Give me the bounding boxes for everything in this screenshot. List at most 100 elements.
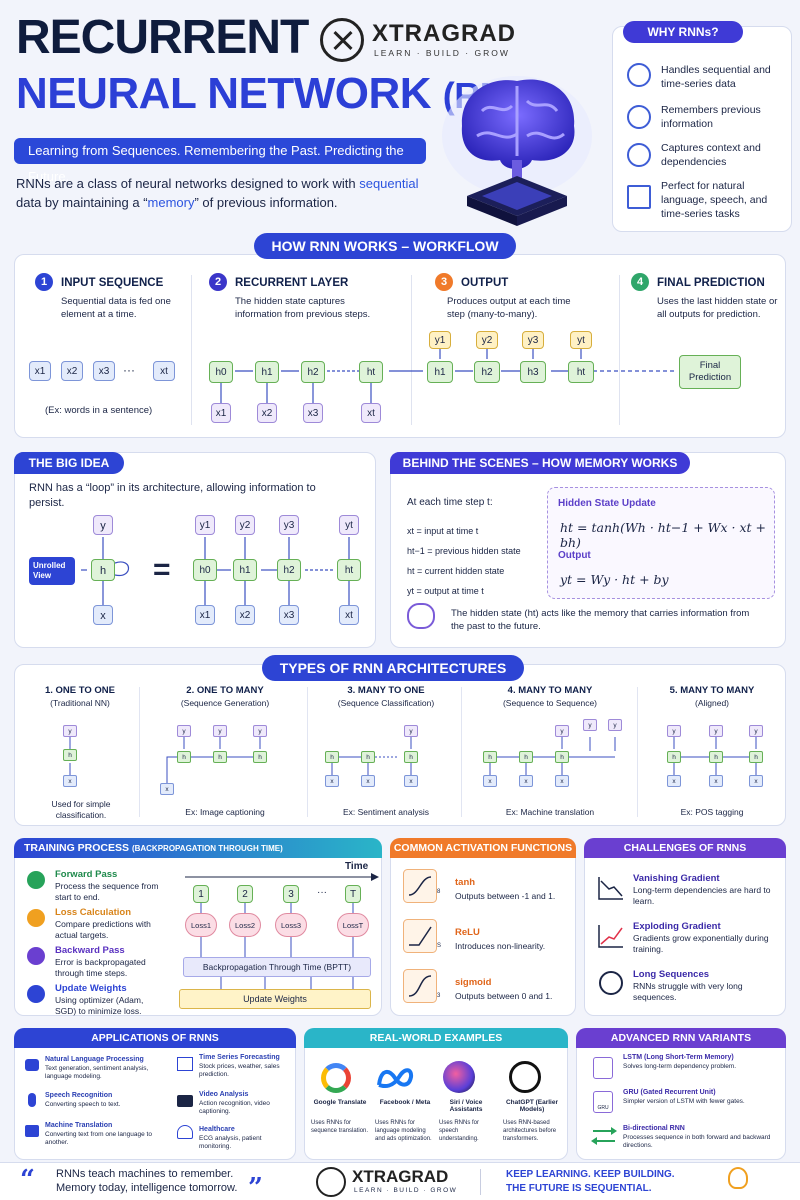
step-3-desc: Produces output at each time step (many-…	[447, 296, 571, 320]
sigmoid-desc: Outputs between 0 and 1.	[455, 991, 553, 1001]
type-3-example: Ex: Sentiment analysis	[343, 807, 429, 817]
type-5-example: Ex: POS tagging	[680, 807, 744, 817]
challenge-1-title: Vanishing Gradient	[633, 873, 720, 884]
wf-input-x2: x2	[61, 361, 83, 381]
t5-h-node: h	[749, 751, 763, 763]
behind-title: BEHIND THE SCENES – HOW MEMORY WORKS	[390, 452, 690, 474]
step-4-title: FINAL PREDICTION	[657, 277, 765, 289]
training-card: TRAINING PROCESS (BACKPROPAGATION THROUG…	[14, 838, 382, 1016]
logo-name: XTRAGRAD	[372, 20, 516, 47]
wf-input-dots: ···	[123, 363, 135, 377]
challenges-title: CHALLENGES OF RNNS	[584, 838, 786, 858]
footer-logo-tagline: LEARN · BUILD · GROW	[354, 1187, 458, 1194]
rw-4-name: ChatGPT (Earlier Models)	[505, 1099, 558, 1113]
xtragrad-logo: XTRAGRAD LEARN · BUILD · GROW	[320, 18, 520, 62]
realworld-title: REAL-WORLD EXAMPLES	[304, 1028, 568, 1048]
adv-1-title: LSTM (Long Short-Term Memory)	[623, 1054, 734, 1061]
wf-hidden-input-x3: x3	[303, 403, 323, 423]
step-4-number: 4	[631, 273, 649, 291]
update-weights-bar: Update Weights	[179, 989, 371, 1009]
title-main: NEURAL NETWORK	[16, 69, 432, 118]
wf-input-note: (Ex: words in a sentence)	[45, 405, 153, 416]
type-1-title: 1. ONE TO ONE	[44, 685, 116, 696]
big-idea-title: THE BIG IDEA	[14, 452, 124, 474]
challenge-3-title: Long Sequences	[633, 969, 710, 980]
t4-x-node: x	[519, 775, 533, 787]
type-5-sub: (Aligned)	[694, 698, 730, 708]
t3-x-node: x	[361, 775, 375, 787]
bptt-bar: Backpropagation Through Time (BPTT)	[183, 957, 371, 977]
step-2-title: RECURRENT LAYER	[235, 277, 349, 289]
t3-h-node: h	[404, 751, 418, 763]
t1-h-node: h	[63, 749, 77, 761]
why-item-2: Remembers previous information	[661, 104, 761, 130]
step-2-desc: The hidden state captures information fr…	[235, 296, 371, 320]
type-2-example: Ex: Image captioning	[185, 807, 265, 817]
page-title-line1: RECURRENT	[16, 11, 309, 64]
wf-output-y1: y1	[429, 331, 451, 349]
big-x: x	[93, 605, 113, 625]
loss-3: Loss3	[275, 913, 307, 937]
meta-logo-icon	[377, 1068, 414, 1088]
bullet-xt: xt = input at time t	[407, 526, 479, 536]
behind-scenes-card: BEHIND THE SCENES – HOW MEMORY WORKS At …	[390, 452, 786, 648]
realworld-card: REAL-WORLD EXAMPLES Google Translate Fac…	[304, 1028, 568, 1160]
sigmoid-tag: 3	[437, 993, 441, 999]
app-5-desc: Converting text from one language to ano…	[45, 1131, 152, 1146]
hidden-state-formula: ht = tanh(Wh · ht−1 + Wx · xt + bh)	[560, 520, 767, 550]
time-tick-2: 2	[237, 885, 253, 903]
train-step-1-title: Forward Pass	[55, 869, 118, 880]
intro-highlight-memory: memory	[147, 195, 195, 210]
wf-hidden-input-x1: x1	[211, 403, 231, 423]
wf-final-prediction: Final Prediction	[679, 355, 741, 389]
why-item-1: Handles sequential and time-series data	[661, 64, 771, 90]
behind-bullets: xt = input at time t ht−1 = previous hid…	[407, 521, 521, 601]
applications-card: APPLICATIONS OF RNNS Natural Language Pr…	[14, 1028, 296, 1160]
chart-icon	[627, 185, 651, 209]
challenges-card: CHALLENGES OF RNNS Vanishing Gradient Lo…	[584, 838, 786, 1016]
quote-line2: Memory today, intelligence tomorrow.	[56, 1182, 238, 1194]
footer-logo-mark-icon	[316, 1167, 346, 1197]
exploding-gradient-icon	[598, 925, 623, 948]
memory-brain-icon	[407, 603, 435, 629]
train-step-1-desc: Process the sequence from start to end.	[55, 881, 159, 902]
big-in-xt: xt	[339, 605, 359, 625]
t4-x-node: x	[483, 775, 497, 787]
workflow-arrows	[220, 349, 675, 403]
quote-open-icon: “	[20, 1165, 35, 1195]
big-h0: h0	[193, 559, 217, 581]
wf-input-xt: xt	[153, 361, 175, 381]
train-step-3-desc: Error is backpropagated through time ste…	[55, 957, 146, 978]
microphone-icon	[28, 1093, 36, 1107]
type-4-sub: (Sequence to Sequence)	[502, 698, 598, 708]
unrolled-view-label: Unrolled View	[29, 557, 75, 585]
app-4-desc: Action recognition, video captioning.	[199, 1100, 270, 1115]
t5-h-node: h	[709, 751, 723, 763]
loss-2: Loss2	[229, 913, 261, 937]
t5-x-node: x	[709, 775, 723, 787]
tanh-name: tanh	[455, 877, 476, 888]
t4-y-node: y	[555, 725, 569, 737]
app-1-title: Natural Language Processing	[45, 1056, 144, 1063]
type-4-example: Ex: Machine translation	[505, 807, 595, 817]
loss-calc-icon	[27, 909, 45, 927]
time-series-chart-icon	[177, 1057, 193, 1071]
step-1-title: INPUT SEQUENCE	[61, 277, 164, 289]
bullet-ht-prev: ht−1 = previous hidden state	[407, 546, 521, 556]
activations-card: COMMON ACTIVATION FUNCTIONS 8 tanh Outpu…	[390, 838, 576, 1016]
adv-3-desc: Processes sequence in both forward and b…	[623, 1134, 771, 1149]
t4-h-node: h	[483, 751, 497, 763]
t1-x-node: x	[63, 775, 77, 787]
step-1-desc: Sequential data is fed one element at a …	[61, 296, 171, 320]
adv-2-title: GRU (Gated Recurrent Unit)	[623, 1089, 716, 1096]
big-ht: ht	[337, 559, 361, 581]
training-title-sub: (BACKPROPAGATION THROUGH TIME)	[131, 844, 283, 853]
big-out-y3: y3	[279, 515, 299, 535]
time-tick-1: 1	[193, 885, 209, 903]
t3-x-node: x	[325, 775, 339, 787]
t4-h-node: h	[555, 751, 569, 763]
relu-desc: Introduces non-linearity.	[455, 941, 546, 951]
adv-2-desc: Simpler version of LSTM with fewer gates…	[623, 1098, 745, 1105]
cta-line2: THE FUTURE IS SEQUENTIAL.	[506, 1183, 652, 1194]
step-3-number: 3	[435, 273, 453, 291]
